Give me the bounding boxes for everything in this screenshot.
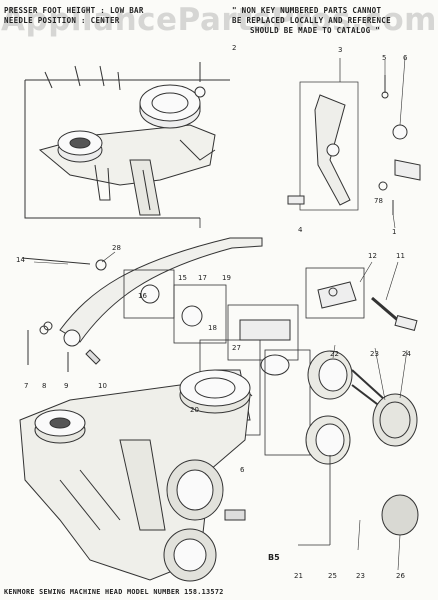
callout-16: 16 [138,292,147,300]
callout-20: 20 [190,406,199,414]
header-needle-position: NEEDLE POSITION : CENTER [4,16,120,25]
diagram-code: B5 [268,553,280,562]
model-caption: KENMORE SEWING MACHINE HEAD MODEL NUMBER… [4,588,224,596]
header-presser-foot: PRESSER FOOT HEIGHT : LOW BAR [4,6,144,15]
callout-25: 25 [328,572,337,580]
callout-6: 6 [403,54,408,62]
callout-3: 3 [338,46,342,54]
callout-23-lower: 23 [356,572,365,580]
upper-mechanism-drawing [38,62,216,216]
callout-18: 18 [208,324,217,332]
callout-2: 2 [232,44,236,52]
callout-6-lower: 6 [240,466,245,474]
small-parts-5-6-78 [287,75,421,215]
callout-19: 19 [222,274,231,282]
callout-15: 15 [178,274,187,282]
callout-26: 26 [396,572,405,580]
callout-23-upper: 23 [370,350,379,358]
callout-78: 78 [374,197,383,205]
callout-5: 5 [382,54,386,62]
bracket-part-12 [305,267,365,319]
callout-28: 28 [112,244,121,252]
callout-10: 10 [98,382,107,390]
callout-17: 17 [198,274,207,282]
callout-9: 9 [64,382,68,390]
callout-8: 8 [42,382,46,390]
watermark: AppliancePartsPros.com [1,2,437,38]
callout-27: 27 [232,344,241,352]
callout-leaders [33,57,408,571]
callout-11: 11 [396,252,405,260]
header-note-line2: BE REPLACED LOCALLY AND REFERENCE [232,16,391,25]
header-note-line1: " NON KEY NUMBERED PARTS CANNOT [232,6,382,15]
lever-part-3 [299,58,359,211]
callout-14: 14 [16,256,25,264]
header-note-line3: SHOULD BE MADE TO CATALOG " [250,26,381,35]
upper-assembly-frame [24,79,230,228]
feed-arm-part-14 [21,237,263,347]
callout-24: 24 [402,350,411,358]
callout-12: 12 [368,252,377,260]
callout-1: 1 [392,228,396,236]
screws-7-8-9-10 [27,325,101,372]
callout-7: 7 [24,382,28,390]
bolt-part-11 [371,296,418,332]
callout-22: 22 [330,350,339,358]
callout-labels: 2 3 5 6 78 4 1 14 28 12 11 15 17 19 16 1… [16,44,411,580]
lower-assembled-head [19,369,251,582]
callout-4: 4 [298,226,303,234]
cam-assembly-22-25 [298,350,419,546]
callout-21: 21 [294,572,303,580]
